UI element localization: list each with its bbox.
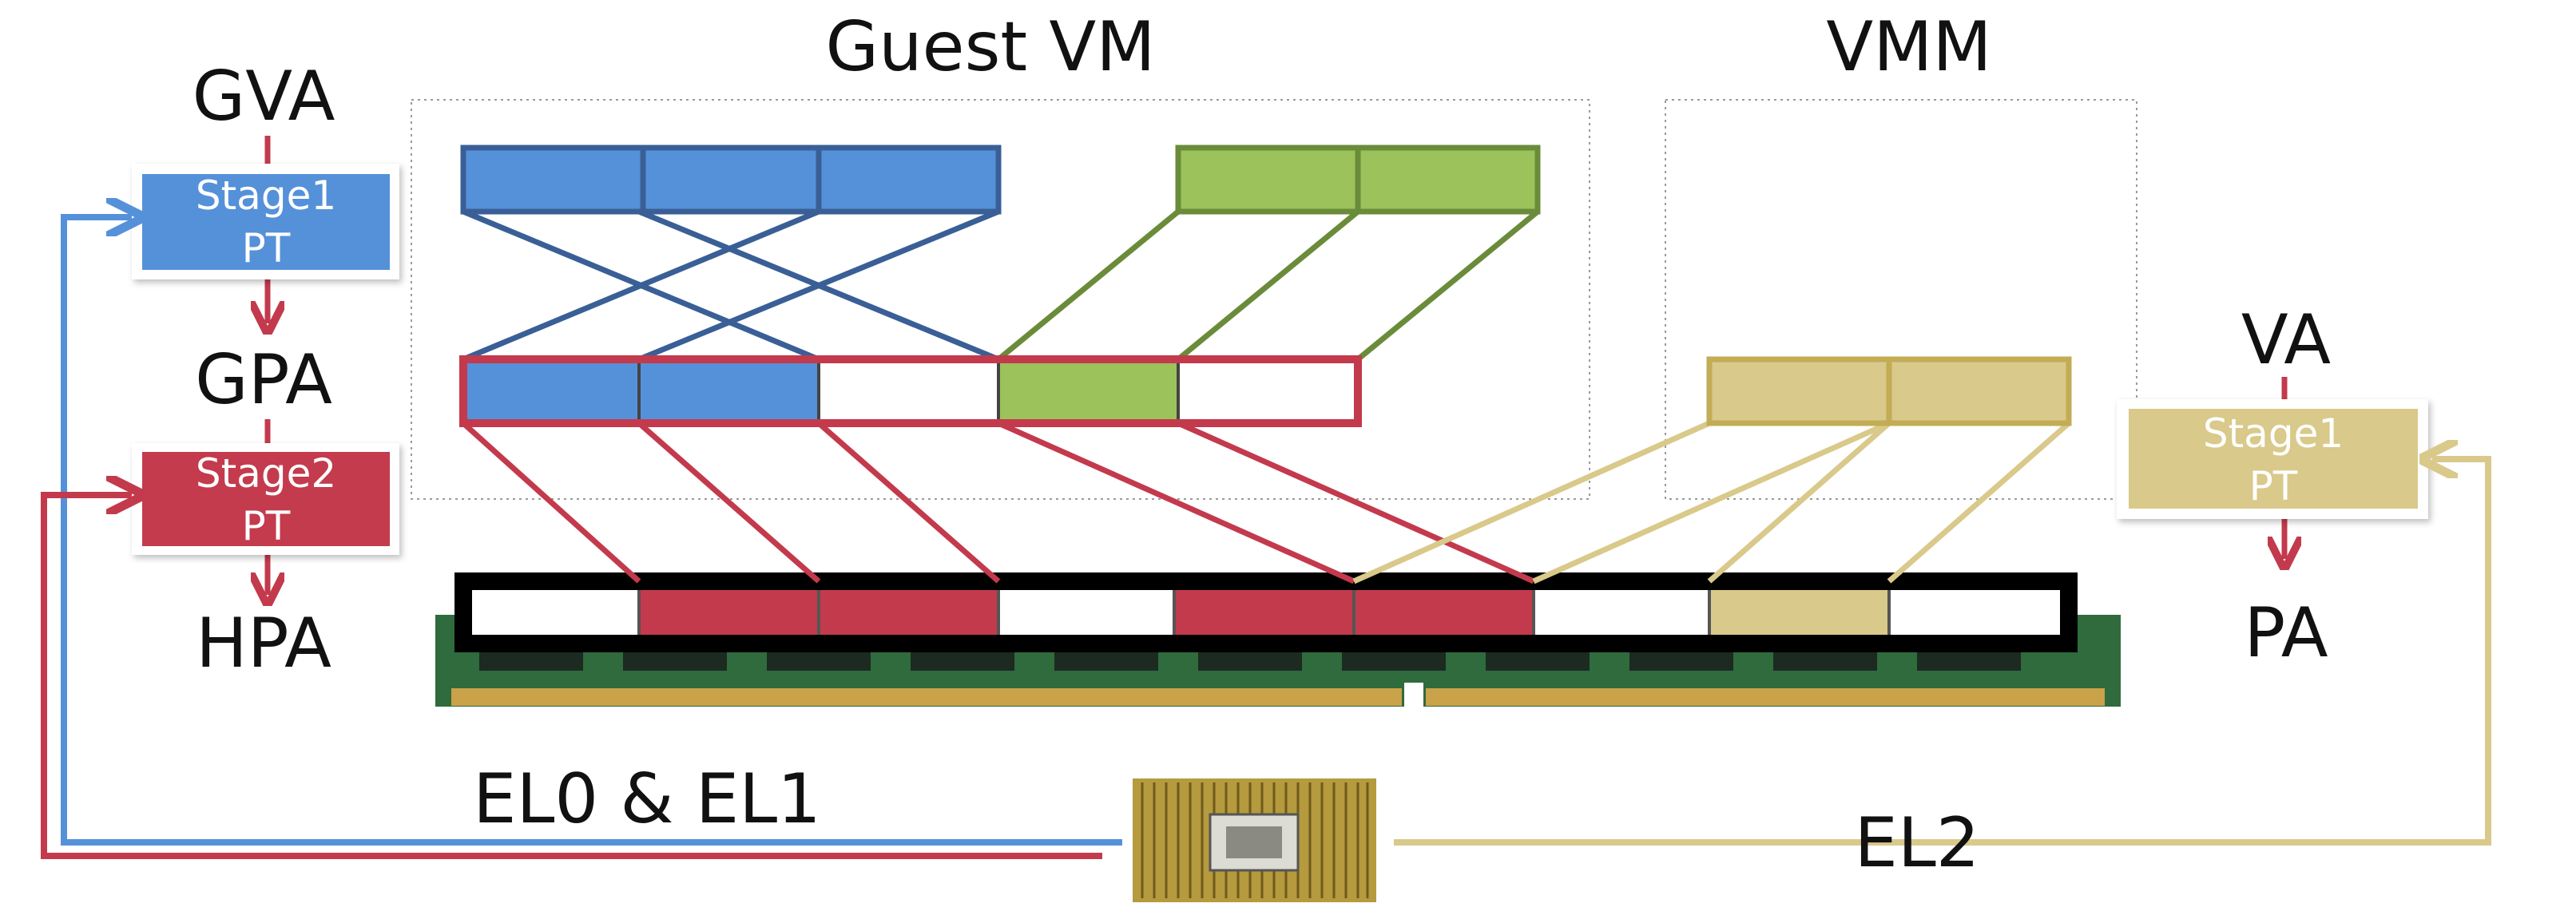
stage1-vmm-line1: Stage1: [2203, 410, 2344, 457]
el2-to-stage1-arrow: [1394, 459, 2491, 846]
gpa-memory-row: [459, 355, 1362, 427]
stage1-guest-line2: PT: [242, 225, 291, 271]
hpa-label: HPA: [196, 604, 331, 683]
hpa-page-2: [639, 581, 819, 644]
stage2-guest-line2: PT: [242, 503, 291, 549]
gva-to-gpa-green-mappings: [996, 209, 1540, 362]
stage2-guest-page-table: [132, 443, 399, 555]
guest-vm-title: Guest VM: [826, 7, 1156, 87]
stage2-guest-line1: Stage2: [196, 450, 336, 497]
stage1-vmm-page-table: [2117, 399, 2428, 519]
hpa-page-6: [1354, 581, 1534, 644]
hpa-memory-row: [454, 572, 2078, 652]
el01-to-stage1-arrow: [61, 217, 1122, 846]
hpa-page-5: [1174, 581, 1354, 644]
cpu-chip-icon: [1133, 778, 1376, 902]
stage1-vmm-line2: PT: [2249, 463, 2298, 509]
gpa-page-1: [463, 359, 639, 423]
gva-to-gpa-blue-mappings: [462, 208, 1000, 362]
gva-blue-pages: [460, 145, 1002, 215]
el01-label: EL0 & EL1: [473, 759, 821, 839]
gpa-to-hpa-mappings: [461, 420, 1535, 584]
pa-label: PA: [2244, 593, 2328, 673]
hpa-page-8: [1709, 581, 1889, 644]
gpa-label: GPA: [195, 340, 332, 420]
hpa-page-3: [819, 581, 998, 644]
gpa-page-2: [639, 359, 819, 423]
vmm-title: VMM: [1826, 7, 1991, 87]
el2-label: EL2: [1855, 803, 1980, 883]
vmm-region: [1665, 99, 2137, 500]
guest-vm-region: [411, 99, 1590, 500]
vmm-va-pages: [1706, 356, 2072, 426]
stage1-guest-page-table: [132, 164, 399, 279]
stage1-guest-line1: Stage1: [196, 172, 336, 219]
gva-label: GVA: [193, 57, 335, 137]
el01-to-stage2-arrow: [41, 495, 1102, 859]
gva-green-pages: [1175, 145, 1541, 215]
va-label: VA: [2241, 300, 2331, 380]
vmm-va-to-pa-mappings: [1352, 420, 2071, 584]
gpa-page-4: [998, 359, 1178, 423]
